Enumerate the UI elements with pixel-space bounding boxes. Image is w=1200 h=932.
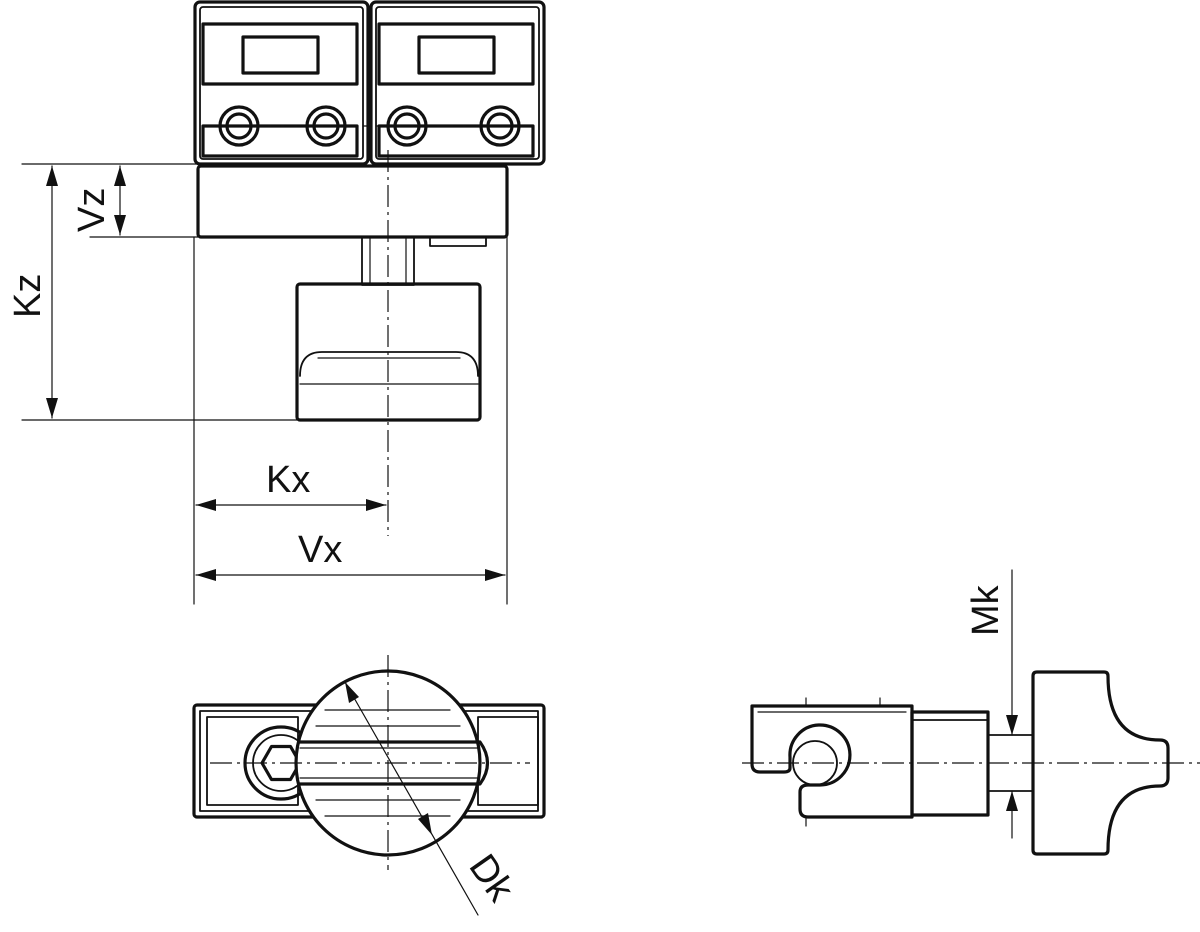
kx-label: Kx: [266, 459, 310, 501]
dimension-lines: [21, 163, 508, 605]
kz-label: Kz: [7, 274, 49, 318]
side-view: [742, 569, 1200, 856]
top-view: [192, 655, 546, 916]
kz-dimension: [46, 165, 58, 419]
vx-dimension: [195, 569, 506, 581]
vz-label: Vz: [71, 188, 113, 232]
front-view: [193, 0, 546, 536]
dk-dimension: [344, 681, 479, 916]
kx-dimension: [195, 499, 387, 511]
module-right: [369, 0, 546, 166]
vx-label: Vx: [298, 529, 342, 571]
vz-dimension: [114, 165, 126, 236]
module-left: [193, 0, 370, 166]
mk-label: Mk: [965, 584, 1007, 636]
mk-dimension: [1006, 569, 1018, 839]
